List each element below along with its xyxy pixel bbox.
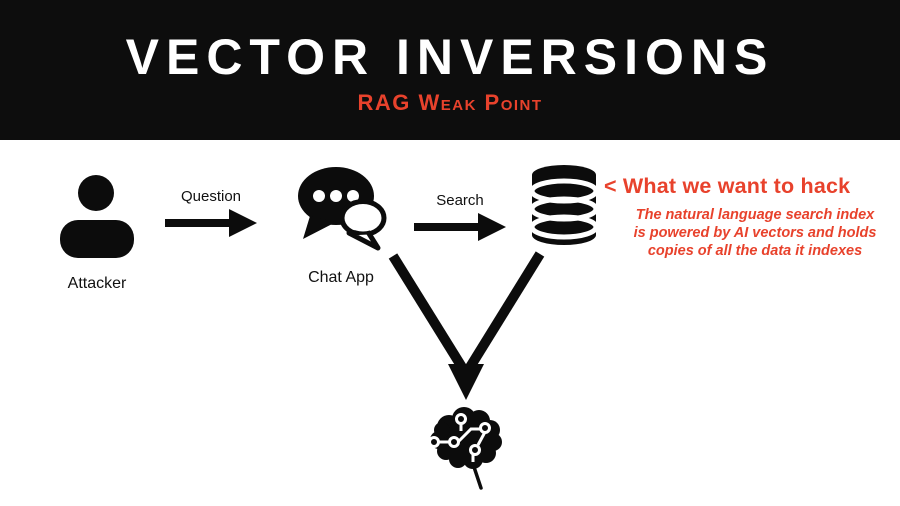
- right-arrow-icon: [414, 213, 506, 246]
- question-flow: Question: [163, 188, 259, 242]
- search-flow: Search: [412, 192, 508, 246]
- person-icon: [58, 162, 136, 263]
- database-node: [530, 163, 598, 252]
- brain-circuit-icon: [421, 398, 511, 497]
- header-band: VECTOR INVERSIONS RAG Weak Point: [0, 0, 900, 140]
- right-arrow-icon: [165, 209, 257, 242]
- hack-callout-heading: < What we want to hack: [604, 174, 851, 198]
- search-label: Search: [436, 192, 484, 209]
- attacker-node: Attacker: [56, 162, 138, 293]
- chat-app-label: Chat App: [308, 269, 374, 286]
- converge-down-arrow-icon: [384, 248, 548, 405]
- diagram-area: Attacker Question: [0, 140, 900, 506]
- hack-desc-line-3: copies of all the data it indexes: [647, 243, 863, 259]
- page-title: VECTOR INVERSIONS: [125, 29, 775, 85]
- hack-callout-description: The natural language search index is pow…: [612, 206, 898, 260]
- hack-desc-line-2: is powered by AI vectors and holds: [633, 225, 877, 241]
- hack-desc-line-1: The natural language search index: [635, 207, 875, 223]
- attacker-label: Attacker: [67, 275, 127, 292]
- database-icon: [530, 163, 598, 252]
- chat-bubbles-icon: [294, 166, 388, 257]
- chat-app-node: Chat App: [294, 166, 388, 287]
- page-subtitle: RAG Weak Point: [357, 90, 543, 115]
- question-label: Question: [180, 188, 242, 205]
